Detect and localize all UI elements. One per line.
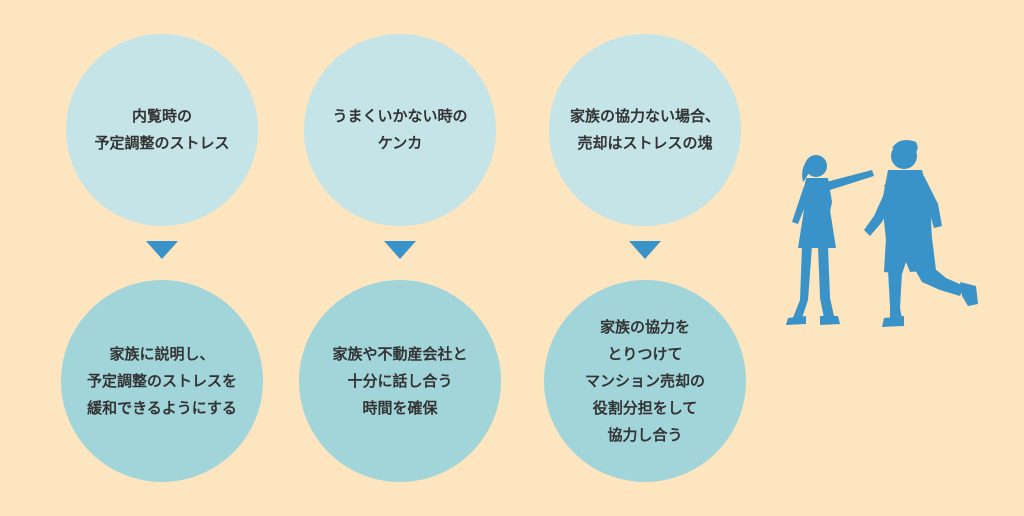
problem-text-3: 家族の協力ない場合、 売却はストレスの塊 [569,107,720,152]
solution-text-3: 家族の協力を とりつけて マンション売却の 役割分担をして 協力し合う [584,317,705,444]
arrow-down-icon-3 [629,241,661,259]
arrow-down-icon-2 [384,241,416,259]
solution-text-2: 家族や不動産会社と 十分に話し合う 時間を確保 [332,344,468,417]
problem-circle-1: 内覧時の 予定調整のストレス [66,34,258,226]
arguing-couple-silhouette-icon [786,140,978,327]
problem-text-2: うまくいかない時の ケンカ [332,107,468,152]
problem-circle-2: うまくいかない時の ケンカ [304,34,496,226]
problem-circle-3: 家族の協力ない場合、 売却はストレスの塊 [549,34,741,226]
solution-circle-2: 家族や不動産会社と 十分に話し合う 時間を確保 [299,280,501,482]
arrow-down-icon-1 [146,241,178,259]
solution-circle-3: 家族の協力を とりつけて マンション売却の 役割分担をして 協力し合う [544,280,746,482]
solution-text-1: 家族に説明し、 予定調整のストレスを 緩和できるようにする [86,344,237,417]
solution-circle-1: 家族に説明し、 予定調整のストレスを 緩和できるようにする [61,280,263,482]
problem-text-1: 内覧時の 予定調整のストレス [94,107,230,152]
